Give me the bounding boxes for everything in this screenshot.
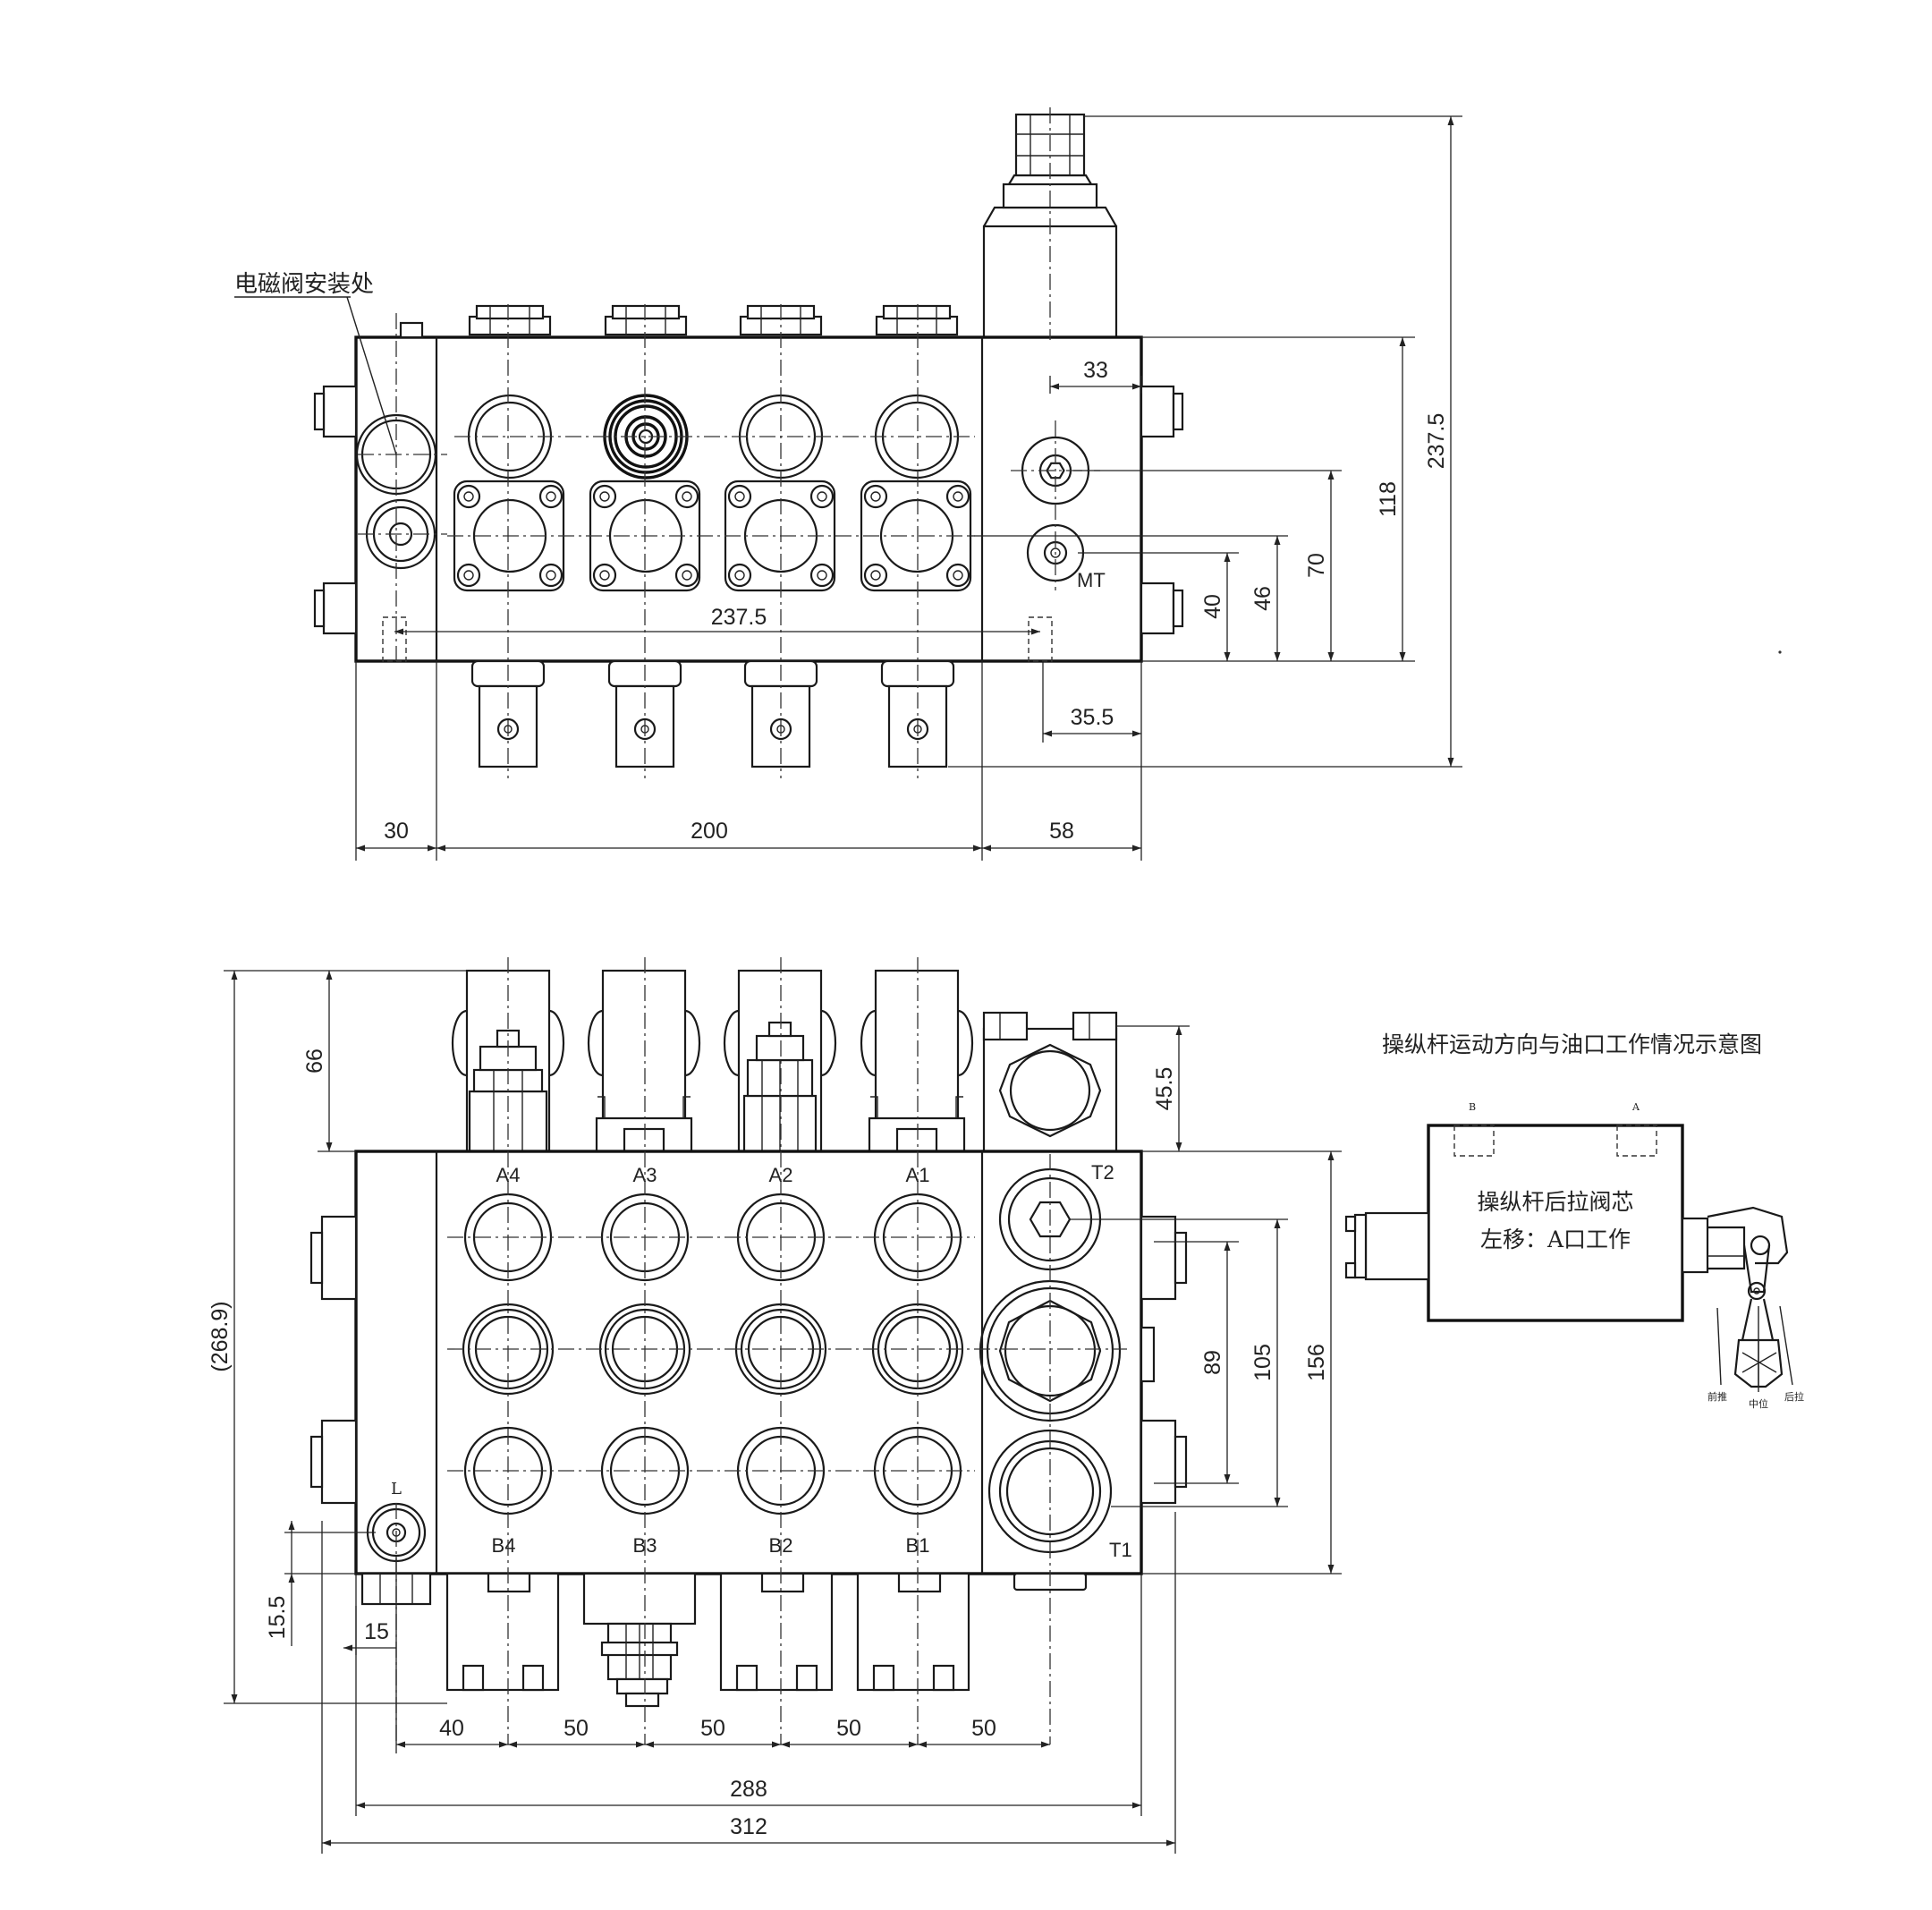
dim-312: 312	[730, 1814, 767, 1839]
schematic-port-a: A	[1631, 1101, 1640, 1113]
front-inlet-section	[979, 1167, 1122, 1592]
top-section-4	[453, 394, 565, 592]
top-view: 电磁阀安装处 MT 30 200 58 237.5 33 35.5	[234, 107, 1462, 861]
top-lever-handles	[470, 659, 955, 768]
dim-66: 66	[302, 1048, 327, 1074]
dim-50-c: 50	[836, 1716, 861, 1741]
schematic-port-b: B	[1469, 1101, 1476, 1113]
dim-top-200: 200	[691, 819, 728, 844]
lever-pos-mid: 中位	[1749, 1397, 1768, 1410]
top-side-plugs	[313, 385, 1184, 635]
top-hex-bolts	[468, 304, 959, 336]
dim-15-5: 15.5	[265, 1596, 290, 1640]
front-dimensions: (268.9) 66 15.5 15 40 50 50 50 50 2	[208, 970, 1342, 1854]
dim-50-d: 50	[971, 1716, 996, 1741]
dim-237-5-height: 237.5	[1424, 413, 1449, 470]
dim-268-9: (268.9)	[208, 1301, 233, 1371]
dim-top-30: 30	[384, 819, 409, 844]
dim-45-5: 45.5	[1152, 1067, 1177, 1111]
solenoid-leader	[346, 296, 397, 455]
front-bottom-actuators	[445, 1572, 970, 1708]
stray-dot	[1778, 650, 1782, 654]
dim-89: 89	[1200, 1350, 1225, 1375]
front-side-plugs	[309, 1215, 1188, 1505]
schematic-title: 操纵杆运动方向与油口工作情况示意图	[1382, 1031, 1762, 1057]
port-b4-label: B4	[492, 1534, 516, 1557]
dim-15: 15	[364, 1619, 389, 1644]
dim-35-5: 35.5	[1071, 705, 1114, 730]
top-dimensions: 30 200 58 237.5 33 35.5 40 46 70 118 237…	[355, 115, 1462, 861]
dim-156: 156	[1304, 1344, 1329, 1381]
dim-40-front: 40	[439, 1716, 464, 1741]
top-center-lines	[358, 107, 1100, 778]
lever-pos-pull: 后拉	[1784, 1390, 1804, 1403]
port-t1-label: T1	[1109, 1539, 1132, 1561]
dim-46: 46	[1250, 586, 1275, 611]
top-section-1	[860, 394, 972, 592]
front-top-actuators	[451, 969, 974, 1153]
port-mt-label: MT	[1077, 569, 1106, 591]
dim-50-a: 50	[564, 1716, 589, 1741]
dim-hole-spacing: 237.5	[711, 605, 767, 630]
port-t2-label: T2	[1091, 1161, 1114, 1184]
dim-top-58: 58	[1049, 819, 1074, 844]
solenoid-annotation: 电磁阀安装处	[234, 271, 374, 298]
front-body	[354, 1150, 1143, 1575]
dim-33: 33	[1083, 358, 1108, 383]
dim-40: 40	[1200, 594, 1225, 619]
dim-70: 70	[1304, 553, 1329, 578]
dim-105: 105	[1250, 1344, 1275, 1381]
front-view: L A4 A3 A2 A1 B4 B3	[208, 957, 1342, 1854]
schematic-line-2: 左移：A口工作	[1480, 1227, 1631, 1252]
dim-118: 118	[1376, 481, 1401, 517]
lever-schematic: 操纵杆运动方向与油口工作情况示意图 B A 操纵杆后拉阀芯 左移：A口工作 前推…	[1344, 1031, 1804, 1410]
port-l-label: L	[391, 1480, 402, 1498]
front-relief-cap	[982, 1011, 1118, 1153]
lever-pos-push: 前推	[1707, 1390, 1727, 1403]
top-section-2	[724, 394, 836, 592]
schematic-lever	[1681, 1206, 1793, 1392]
top-sections	[453, 394, 972, 592]
dim-288: 288	[730, 1777, 767, 1802]
schematic-body	[1427, 1124, 1684, 1322]
dim-50-b: 50	[700, 1716, 725, 1741]
schematic-line-1: 操纵杆后拉阀芯	[1477, 1189, 1633, 1215]
